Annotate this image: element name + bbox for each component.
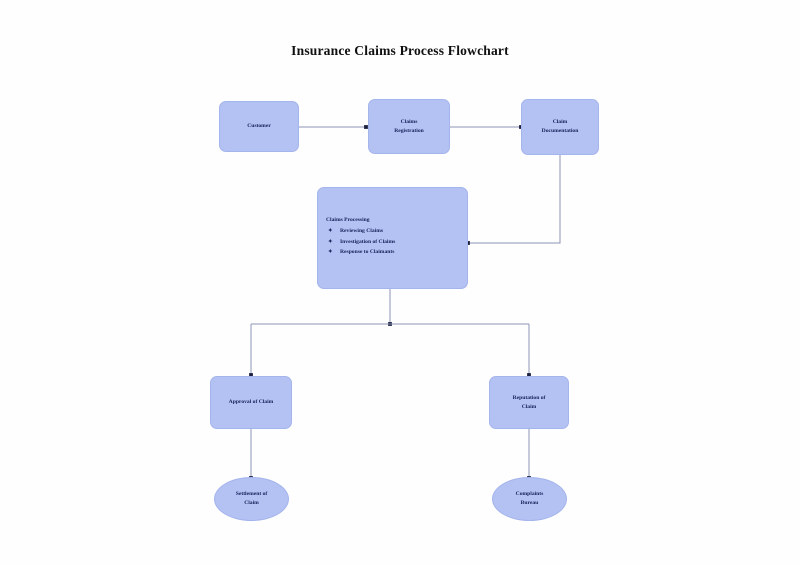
edge-claim-documentation-to-claims-processing bbox=[466, 155, 561, 245]
node-reputation-of-claim[interactable]: Reputation of Claim bbox=[489, 376, 569, 429]
bullet-icon: ✦ bbox=[328, 227, 333, 234]
node-complaints-bureau[interactable]: Complaints Bureau bbox=[492, 477, 567, 521]
list-item-label: Investigation of Claims bbox=[340, 238, 396, 245]
node-claims-processing[interactable]: Claims Processing ✦ Reviewing Claims ✦ I… bbox=[317, 187, 468, 289]
node-settlement-of-claim[interactable]: Settlement of Claim bbox=[214, 477, 289, 521]
claims-processing-heading: Claims Processing bbox=[326, 217, 370, 223]
list-item: ✦ Investigation of Claims bbox=[326, 237, 395, 248]
page-title: Insurance Claims Process Flowchart bbox=[291, 43, 509, 58]
bullet-icon: ✦ bbox=[328, 249, 333, 256]
node-approval-of-claim[interactable]: Approval of Claim bbox=[210, 376, 292, 429]
node-approval-of-claim-label: Approval of Claim bbox=[228, 399, 274, 406]
node-claims-registration[interactable]: Claims Registration bbox=[368, 99, 450, 154]
bullet-icon: ✦ bbox=[328, 238, 333, 245]
list-item: ✦ Response to Claimants bbox=[326, 247, 395, 258]
node-claim-documentation-label: Claim Documentation bbox=[541, 119, 579, 134]
node-reputation-of-claim-label: Reputation of Claim bbox=[512, 394, 546, 410]
claims-processing-list: ✦ Reviewing Claims ✦ Investigation of Cl… bbox=[326, 226, 395, 259]
node-settlement-of-claim-label: Settlement of Claim bbox=[235, 491, 268, 506]
node-claims-registration-label: Claims Registration bbox=[394, 118, 424, 134]
list-item-label: Reviewing Claims bbox=[340, 227, 384, 234]
node-customer-label: Customer bbox=[247, 123, 271, 130]
node-complaints-bureau-label: Complaints Bureau bbox=[515, 491, 544, 506]
node-claim-documentation[interactable]: Claim Documentation bbox=[521, 99, 599, 155]
list-item-label: Response to Claimants bbox=[340, 249, 395, 256]
node-customer[interactable]: Customer bbox=[219, 101, 299, 152]
list-item: ✦ Reviewing Claims bbox=[326, 226, 395, 237]
